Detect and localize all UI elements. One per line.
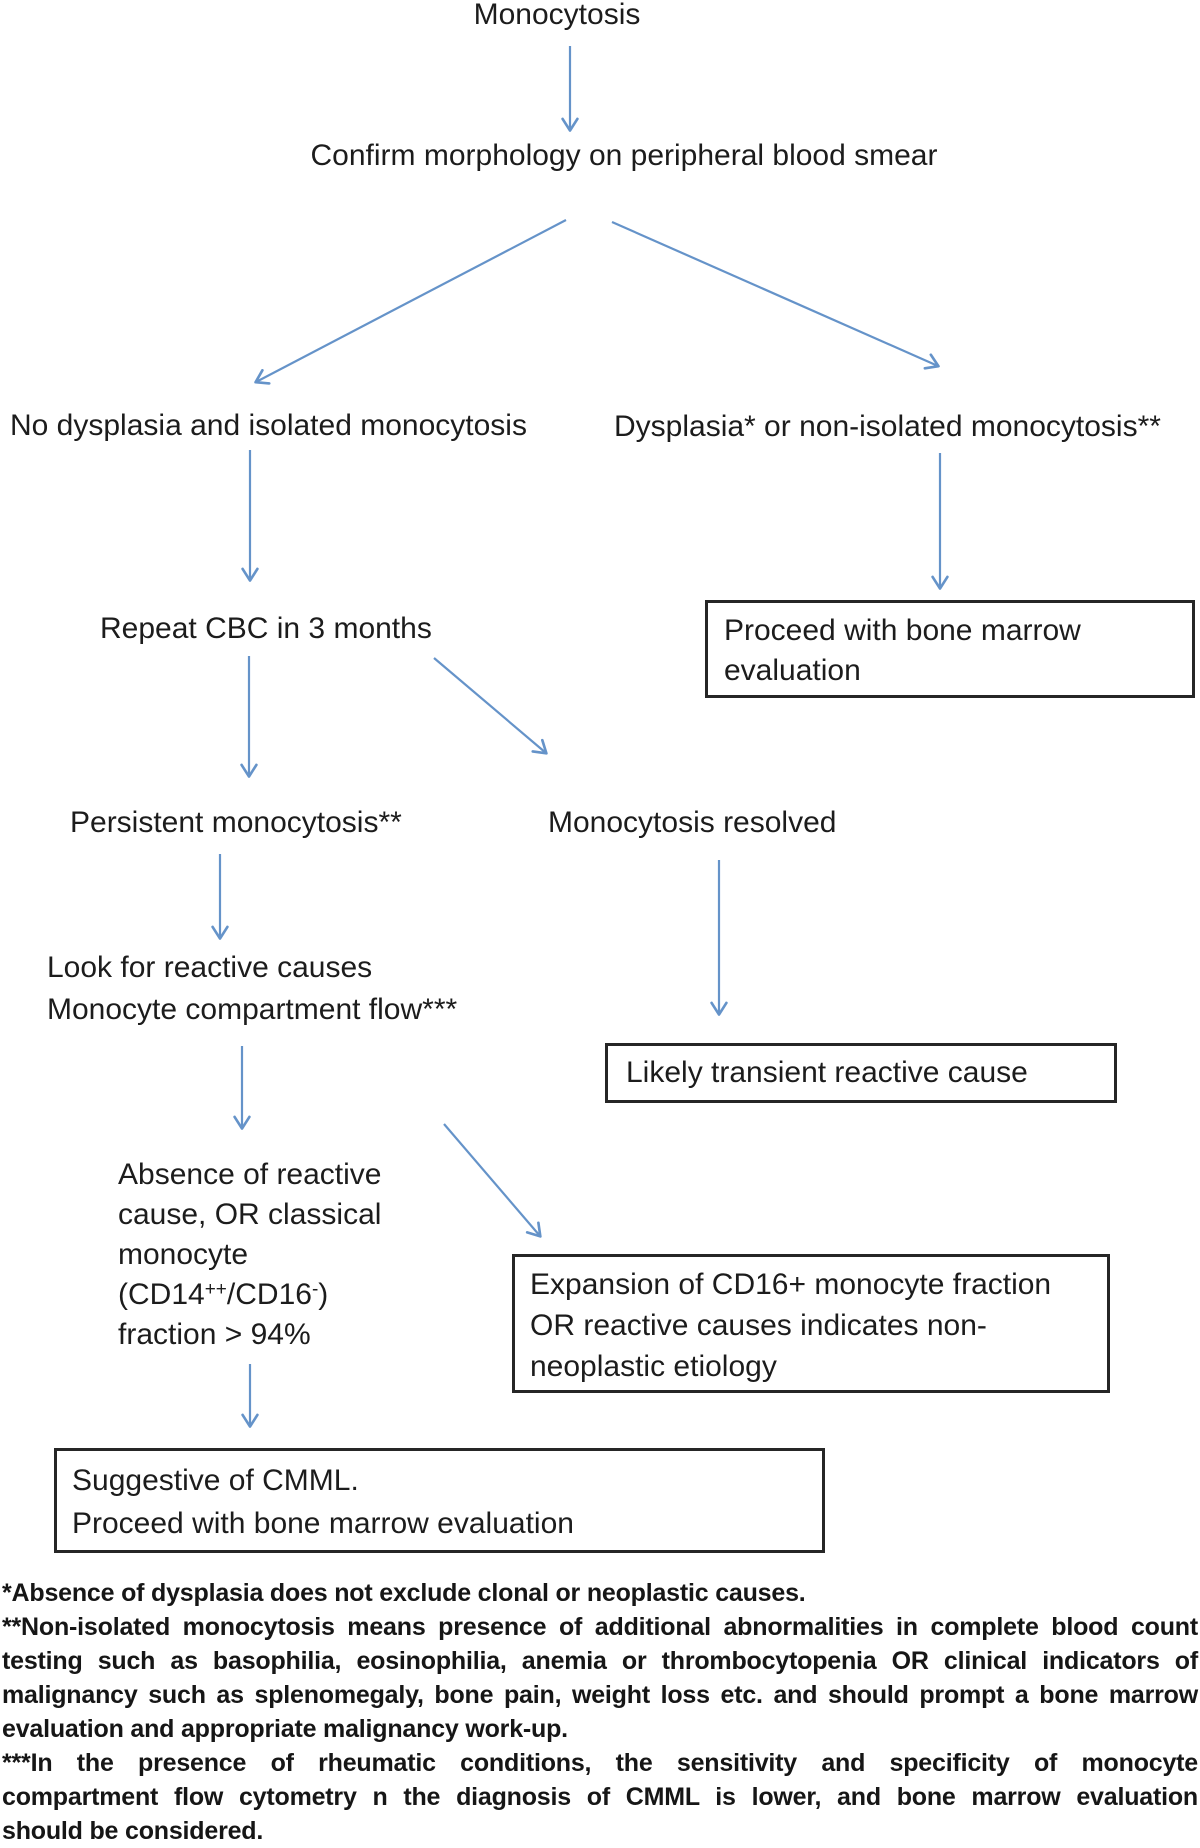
arrow-confirm-to-dysplasia	[611, 220, 940, 370]
cd16-superscript: -	[311, 1279, 319, 1300]
box-proceed-bone-marrow: Proceed with bone marrow evaluation	[705, 600, 1195, 698]
cmml-line-1: Suggestive of CMML.	[72, 1464, 359, 1497]
node-monocytosis: Monocytosis	[473, 0, 641, 31]
node-absence-of-reactive-cause: Absence of reactive cause, OR classical …	[118, 1155, 381, 1355]
node-repeat-cbc: Repeat CBC in 3 months	[100, 612, 432, 645]
arrow-repeat-cbc-to-resolved	[433, 657, 548, 755]
cd14-superscript: ++	[204, 1279, 227, 1300]
cmml-line-2: Proceed with bone marrow evaluation	[72, 1507, 574, 1540]
footnotes: *Absence of dysplasia does not exclude c…	[2, 1576, 1198, 1848]
footnote-line-6: ***In the presence of rheumatic conditio…	[2, 1749, 1198, 1777]
box-expansion-cd16: Expansion of CD16+ monocyte fraction OR …	[512, 1254, 1110, 1393]
absence-line-2: cause, OR classical	[118, 1198, 382, 1231]
cd14-label: (CD14	[118, 1278, 205, 1311]
cd16-label: /CD16	[226, 1278, 312, 1311]
footnote-line-8: should be considered.	[2, 1817, 264, 1845]
arrow-confirm-to-no-dysplasia	[254, 219, 567, 385]
look-reactive-line-1: Look for reactive causes	[47, 951, 373, 984]
absence-line-1: Absence of reactive	[118, 1158, 382, 1191]
box-likely-transient: Likely transient reactive cause	[605, 1043, 1117, 1103]
footnote-line-1: *Absence of dysplasia does not exclude c…	[2, 1579, 806, 1607]
look-reactive-line-2: Monocyte compartment flow***	[47, 993, 458, 1026]
absence-line-3: monocyte	[118, 1238, 249, 1271]
node-persistent-monocytosis: Persistent monocytosis**	[70, 806, 402, 839]
node-monocytosis-resolved: Monocytosis resolved	[548, 806, 837, 839]
expansion-line-3: neoplastic etiology	[530, 1350, 777, 1383]
cd-close-paren: )	[318, 1278, 329, 1311]
arrow-look-to-expansion-box	[443, 1123, 542, 1238]
footnote-line-5: evaluation and appropriate malignancy wo…	[2, 1715, 568, 1743]
footnote-line-4: malignancy such as splenomegaly, bone pa…	[2, 1681, 1198, 1709]
absence-line-5: fraction > 94%	[118, 1318, 311, 1351]
expansion-line-1: Expansion of CD16+ monocyte fraction	[530, 1268, 1052, 1301]
expansion-line-2: OR reactive causes indicates non-	[530, 1309, 987, 1342]
footnote-line-2: **Non-isolated monocytosis means presenc…	[2, 1613, 1198, 1641]
footnote-line-7: compartment flow cytometry n the diagnos…	[2, 1783, 1198, 1811]
node-look-reactive-causes: Look for reactive causes Monocyte compar…	[47, 947, 457, 1031]
absence-cd-line: (CD14++/CD16-)	[118, 1275, 381, 1315]
node-dysplasia: Dysplasia* or non-isolated monocytosis**	[614, 410, 1161, 443]
box-suggestive-cmml: Suggestive of CMML. Proceed with bone ma…	[54, 1448, 825, 1553]
node-no-dysplasia: No dysplasia and isolated monocytosis	[10, 409, 527, 442]
node-confirm-morphology: Confirm morphology on peripheral blood s…	[310, 139, 938, 172]
likely-transient-label: Likely transient reactive cause	[626, 1056, 1028, 1089]
footnote-line-3: testing such as basophilia, eosinophilia…	[2, 1647, 1198, 1675]
